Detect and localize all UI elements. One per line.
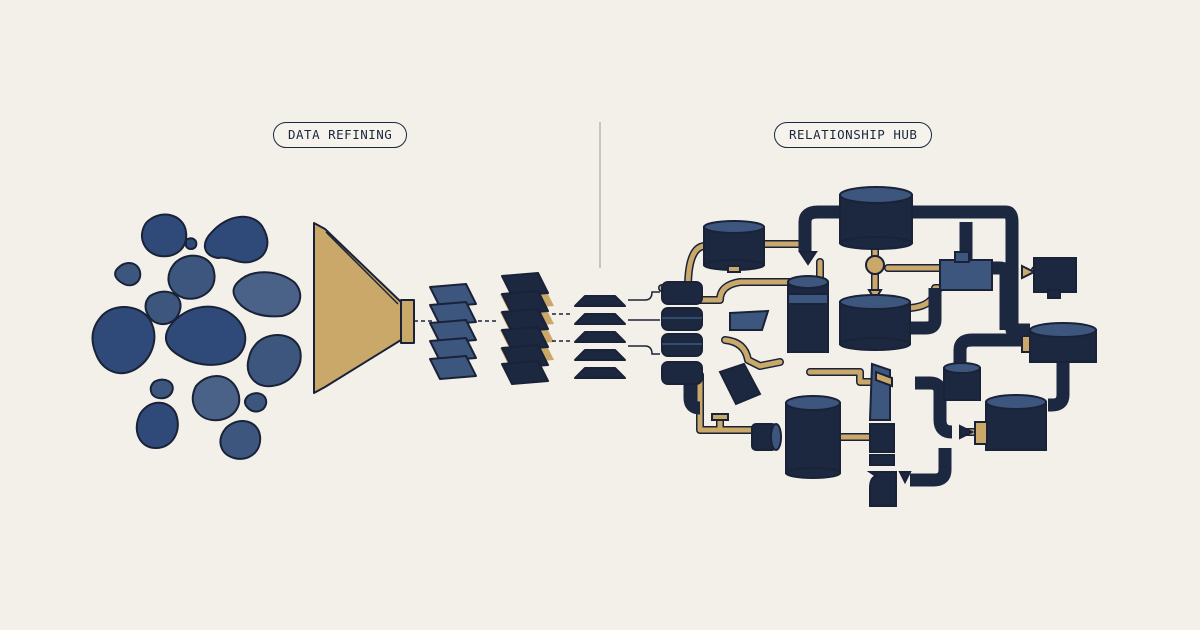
raw-data-blobs xyxy=(91,213,302,460)
bracket-mid-left xyxy=(718,309,770,406)
blob xyxy=(167,254,216,300)
blob xyxy=(244,392,268,413)
blob xyxy=(232,271,302,318)
box-far-right xyxy=(1033,257,1077,299)
relationship-hub-label: RELATIONSHIP HUB xyxy=(774,122,933,148)
tank-small-right xyxy=(943,362,981,401)
blob xyxy=(144,290,182,326)
end-cap-left xyxy=(711,413,782,451)
plate-stack-slate xyxy=(429,283,477,380)
tank-top-center xyxy=(839,186,913,250)
trapezoid-stack xyxy=(574,295,626,379)
connector-blocks xyxy=(661,281,703,385)
refining-funnel xyxy=(313,222,415,394)
blob xyxy=(135,401,179,449)
tank-top-left xyxy=(703,220,765,273)
blob xyxy=(91,305,156,375)
blob xyxy=(219,420,262,460)
tower-center xyxy=(787,251,829,353)
column-center xyxy=(866,362,912,507)
blob xyxy=(191,375,241,422)
plate-stack-navy xyxy=(500,272,554,385)
blob xyxy=(141,213,188,258)
pump-right xyxy=(939,251,1037,291)
tank-right xyxy=(1021,322,1097,363)
funnel-cone xyxy=(313,222,402,394)
blob xyxy=(114,262,142,287)
tank-bottom-center xyxy=(785,395,841,479)
blob xyxy=(203,215,269,264)
tank-mid-center xyxy=(839,294,911,351)
navy-pipes xyxy=(683,205,1070,487)
blob xyxy=(149,378,174,400)
tank-bottom-right xyxy=(959,394,1047,451)
blob xyxy=(185,237,198,250)
data-refining-label: DATA REFINING xyxy=(273,122,408,148)
blob xyxy=(164,305,247,366)
funnel-nozzle xyxy=(400,299,415,344)
blob xyxy=(246,334,302,388)
